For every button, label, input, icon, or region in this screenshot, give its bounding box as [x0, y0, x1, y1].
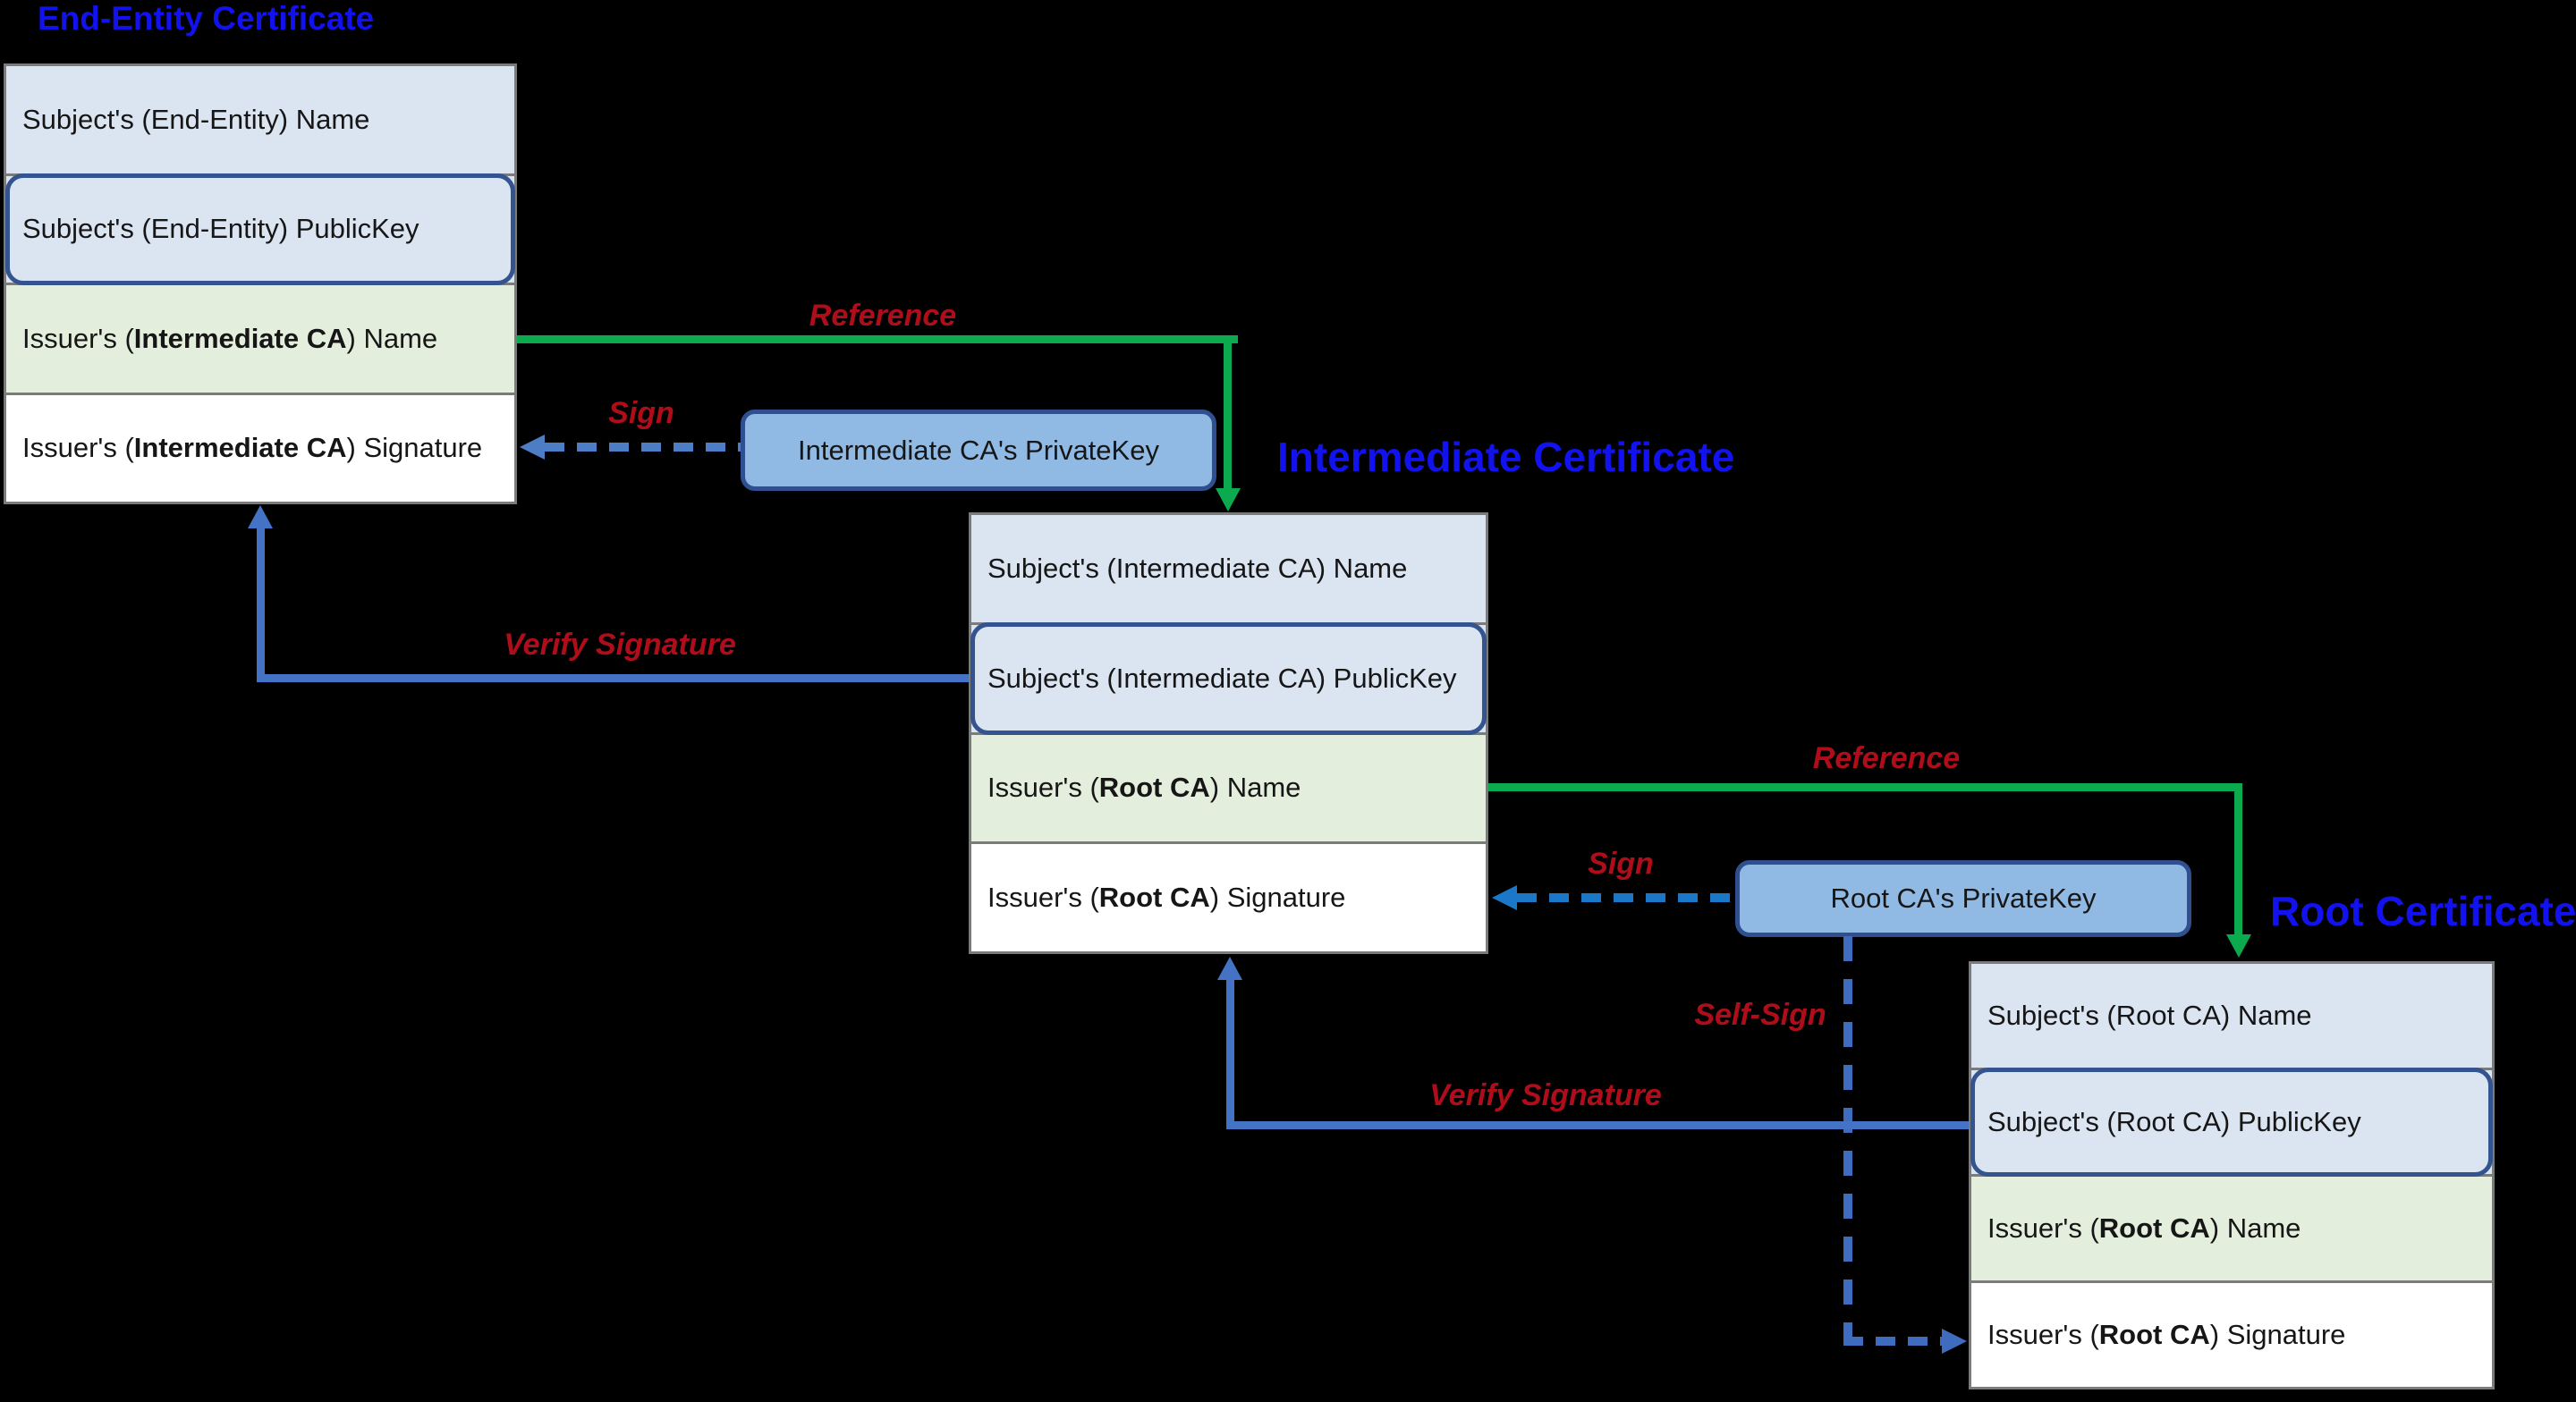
sign1-arrowhead-left-icon [520, 435, 545, 460]
sign1-arrow-dashed [545, 443, 741, 452]
sign2-label: Sign [1588, 847, 1654, 881]
subject-name-row: Subject's (Root CA) Name [1971, 964, 2492, 1068]
end-entity-certificate-box: Subject's (End-Entity) Name Subject's (E… [4, 63, 517, 504]
verify1-label: Verify Signature [504, 628, 736, 662]
issuer-name-row: Issuer's (Root CA) Name [1971, 1174, 2492, 1280]
root-certificate-title: Root Certificate [2270, 888, 2576, 934]
intermediate-certificate-title: Intermediate Certificate [1277, 434, 1735, 480]
intermediate-ca-privatekey-box: Intermediate CA's PrivateKey [741, 410, 1216, 491]
sign2-arrow-dashed [1517, 893, 1735, 902]
issuer-signature-row: Issuer's (Intermediate CA) Signature [6, 392, 514, 502]
subject-publickey-row: Subject's (Root CA) PublicKey [1970, 1068, 2493, 1177]
subject-publickey-row: Subject's (Intermediate CA) PublicKey [970, 621, 1487, 735]
issuer-name-row: Issuer's (Root CA) Name [971, 731, 1486, 842]
reference2-arrow-vertical [2234, 783, 2242, 935]
reference2-arrow-horizontal [1488, 783, 2242, 791]
root-certificate-box: Subject's (Root CA) Name Subject's (Root… [1969, 961, 2495, 1389]
verify1-arrow-vertical [257, 528, 265, 682]
root-ca-privatekey-label: Root CA's PrivateKey [1830, 883, 2097, 914]
intermediate-ca-privatekey-label: Intermediate CA's PrivateKey [798, 434, 1159, 466]
issuer-name-row: Issuer's (Intermediate CA) Name [6, 283, 514, 393]
verify2-label: Verify Signature [1429, 1078, 1662, 1112]
subject-publickey-row: Subject's (End-Entity) PublicKey [5, 173, 515, 285]
verify1-arrow-horizontal [257, 674, 969, 682]
reference2-arrowhead-down-icon [2226, 934, 2251, 958]
reference1-arrowhead-down-icon [1216, 488, 1241, 511]
verify2-arrow-horizontal [1226, 1121, 1969, 1129]
reference1-label: Reference [809, 299, 957, 333]
reference1-arrow-horizontal [517, 335, 1238, 343]
root-ca-privatekey-box: Root CA's PrivateKey [1735, 860, 2191, 937]
issuer-signature-row: Issuer's (Root CA) Signature [971, 841, 1486, 951]
reference1-arrow-vertical [1224, 335, 1232, 489]
verify2-arrowhead-up-icon [1217, 957, 1242, 980]
verify1-arrowhead-up-icon [248, 505, 273, 528]
self-sign-label: Self-Sign [1694, 998, 1826, 1032]
verify2-arrow-vertical [1226, 980, 1234, 1129]
sign2-arrowhead-left-icon [1492, 885, 1517, 910]
subject-name-row: Subject's (End-Entity) Name [6, 66, 514, 173]
self-sign-arrow-vertical-dashed [1843, 936, 1852, 1339]
self-sign-arrow-horizontal-dashed [1843, 1337, 1942, 1346]
sign1-label: Sign [608, 396, 674, 430]
reference2-label: Reference [1812, 741, 1961, 775]
subject-name-row: Subject's (Intermediate CA) Name [971, 515, 1486, 622]
intermediate-certificate-box: Subject's (Intermediate CA) Name Subject… [969, 512, 1488, 954]
self-sign-arrowhead-right-icon [1942, 1329, 1967, 1354]
issuer-signature-row: Issuer's (Root CA) Signature [1971, 1280, 2492, 1387]
end-entity-certificate-title: End-Entity Certificate [38, 0, 375, 37]
